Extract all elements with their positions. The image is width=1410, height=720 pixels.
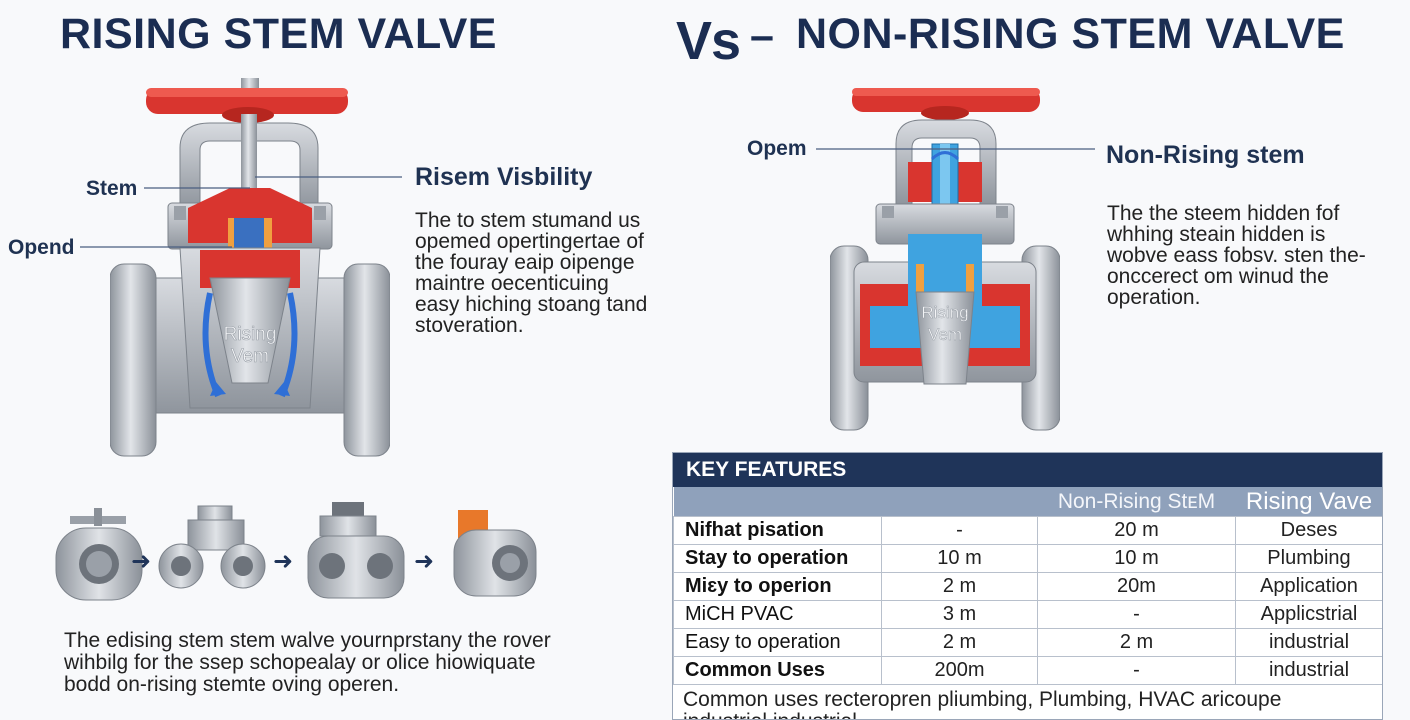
value-cell: 10 m [881, 544, 1038, 573]
table-title: KEY FEATURES [673, 453, 1382, 487]
column-header-rising: Rising Vave [1235, 487, 1382, 517]
value-cell: 3 m [881, 600, 1038, 629]
callout-opem: Opem [747, 137, 807, 160]
table-row: Nifhat pisation - 20 m Deses [673, 516, 1382, 545]
value-cell: Plumbing [1235, 544, 1382, 573]
non-rising-stem-valve-illustration: Rising Vem [830, 88, 1060, 431]
value-cell: - [1037, 656, 1236, 685]
non-rising-valve-label-line2: Vem [928, 325, 962, 344]
left-paragraph: The to stem stumand us opemed opertinger… [415, 209, 648, 337]
value-cell: Deses [1235, 516, 1382, 545]
table-column-header-row: Non-Rising StᴇM Rising Vave [673, 487, 1382, 517]
sequence-valve-2 [158, 505, 266, 589]
feature-cell: Common Uses [673, 656, 882, 685]
callout-opend: Opend [8, 236, 75, 259]
bottom-paragraph: The edising stem stem walve yournprstany… [64, 629, 551, 696]
valve-sequence-illustration [55, 502, 537, 601]
feature-cell: Easy to operation [673, 628, 882, 657]
sequence-arrow-1: ➜ [131, 548, 152, 575]
non-rising-valve-label-line1: Rising [921, 303, 968, 322]
value-cell: 200m [881, 656, 1038, 685]
table-row: MiCH PVAC 3 m - Applicstrial [673, 600, 1382, 629]
left-callout-lines [80, 176, 402, 248]
feature-cell: Nifhat pisation [673, 516, 882, 545]
sequence-arrow-2: ➜ [273, 548, 294, 575]
value-cell: 2 m [881, 572, 1038, 601]
sequence-arrow-3: ➜ [414, 548, 435, 575]
value-cell: - [1037, 600, 1236, 629]
value-cell: 10 m [1037, 544, 1236, 573]
value-cell: 20 m [1037, 516, 1236, 545]
value-cell: industrial [1235, 656, 1382, 685]
column-header-2 [881, 487, 1038, 517]
feature-cell: MiCH PVAC [673, 600, 882, 629]
sequence-valve-1 [55, 508, 143, 601]
right-heading: Non-Rising stem [1106, 141, 1305, 169]
feature-cell: Stay to operation [673, 544, 882, 573]
rising-valve-label-line2: Vem [231, 346, 269, 367]
rising-valve-label-line1: Rising [224, 324, 277, 345]
title-rising-stem: RISING STEM VALVE [60, 10, 497, 58]
column-header-1 [673, 487, 882, 517]
value-cell: industrial [1235, 628, 1382, 657]
table-row: Common Uses 200m - industrial [673, 656, 1382, 685]
right-callout-lines [816, 148, 1095, 150]
title-non-rising-stem: NON-RISING STEM VALVE [796, 10, 1345, 58]
title-vs: Vs [676, 11, 741, 71]
value-cell: Applicstrial [1235, 600, 1382, 629]
key-features-table: KEY FEATURES Non-Rising StᴇM Rising Vave… [672, 452, 1383, 720]
table-row: Easy to operation 2 m 2 m industrial [673, 628, 1382, 657]
table-row: Miɛy to operion 2 m 20m Application [673, 572, 1382, 601]
feature-cell: Miɛy to operion [673, 572, 882, 601]
table-row: Stay to operation 10 m 10 m Plumbing [673, 544, 1382, 573]
sequence-valve-3 [307, 502, 405, 599]
left-heading: Risem Visbility [415, 163, 593, 191]
value-cell: - [881, 516, 1038, 545]
features-table: Non-Rising StᴇM Rising Vave Nifhat pisat… [673, 487, 1382, 685]
value-cell: 2 m [1037, 628, 1236, 657]
value-cell: 20m [1037, 572, 1236, 601]
value-cell: Application [1235, 572, 1382, 601]
table-footer-text: Common uses recteropren pliumbing, Plumb… [683, 688, 1282, 720]
rising-stem-valve-illustration: Rising Vem [110, 78, 390, 457]
value-cell: 2 m [881, 628, 1038, 657]
callout-stem: Stem [86, 177, 138, 200]
right-paragraph: The the steem hidden fof whhing steain h… [1107, 202, 1366, 309]
sequence-valve-4 [453, 510, 537, 597]
title-dash: – [750, 12, 775, 60]
column-header-non-rising: Non-Rising StᴇM [1037, 487, 1236, 517]
